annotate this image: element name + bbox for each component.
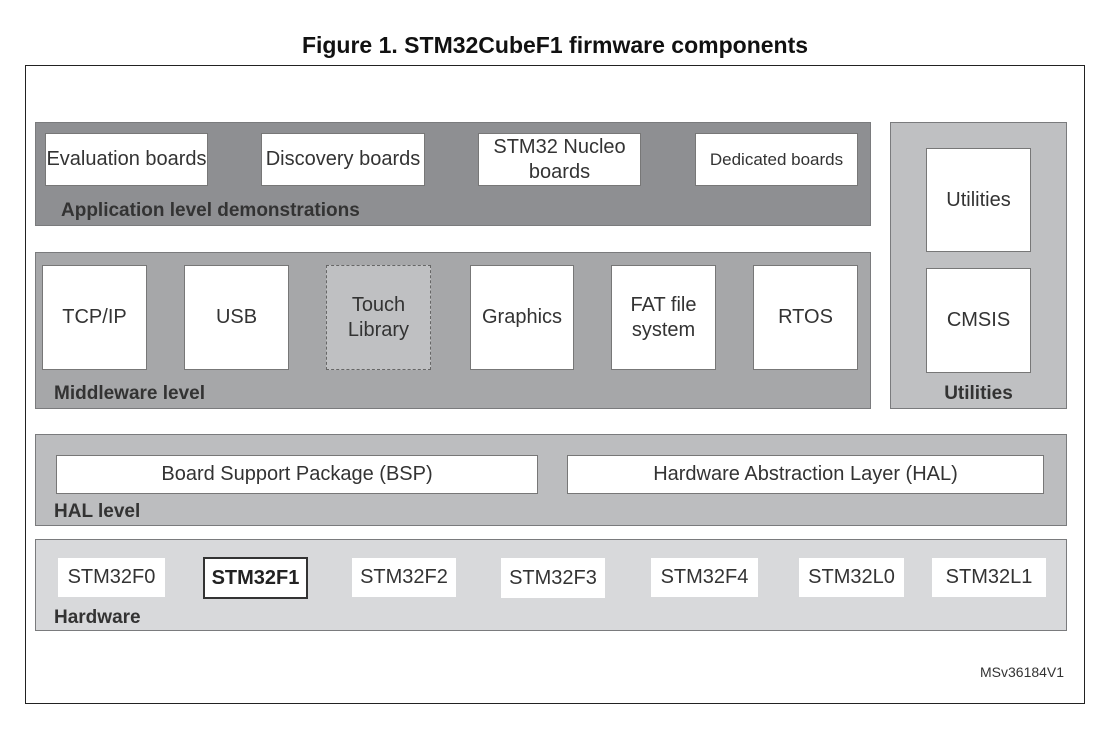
chip-stm32l0: STM32L0 (799, 558, 904, 597)
diagram-frame (25, 65, 1085, 704)
discovery-boards-box: Discovery boards (261, 133, 425, 186)
hal-box: Hardware Abstraction Layer (HAL) (567, 455, 1044, 494)
figure-code: MSv36184V1 (980, 664, 1065, 680)
evaluation-boards-box: Evaluation boards (45, 133, 208, 186)
chip-stm32f4: STM32F4 (651, 558, 758, 597)
hardware-label: Hardware (54, 607, 141, 628)
tcpip-box: TCP/IP (42, 265, 147, 370)
fat-file-system-box: FAT file system (611, 265, 716, 370)
middleware-label: Middleware level (54, 383, 206, 404)
middleware-band (35, 252, 871, 409)
chip-stm32f0: STM32F0 (58, 558, 165, 597)
application-label: Application level demonstrations (61, 200, 360, 221)
dedicated-boards-box: Dedicated boards (695, 133, 858, 186)
figure-title: Figure 1. STM32CubeF1 firmware component… (301, 32, 809, 58)
bsp-box: Board Support Package (BSP) (56, 455, 538, 494)
chip-stm32f2: STM32F2 (352, 558, 456, 597)
rtos-box: RTOS (753, 265, 858, 370)
chip-stm32l1: STM32L1 (932, 558, 1046, 597)
graphics-box: Graphics (470, 265, 574, 370)
chip-stm32f1-highlighted: STM32F1 (203, 557, 308, 599)
cmsis-box: CMSIS (926, 268, 1031, 373)
utilities-box: Utilities (926, 148, 1031, 252)
touch-library-box: Touch Library (326, 265, 431, 370)
chip-stm32f3: STM32F3 (501, 558, 605, 598)
nucleo-boards-box: STM32 Nucleo boards (478, 133, 641, 186)
usb-box: USB (184, 265, 289, 370)
hal-label: HAL level (54, 501, 141, 522)
utilities-label: Utilities (944, 383, 1013, 404)
